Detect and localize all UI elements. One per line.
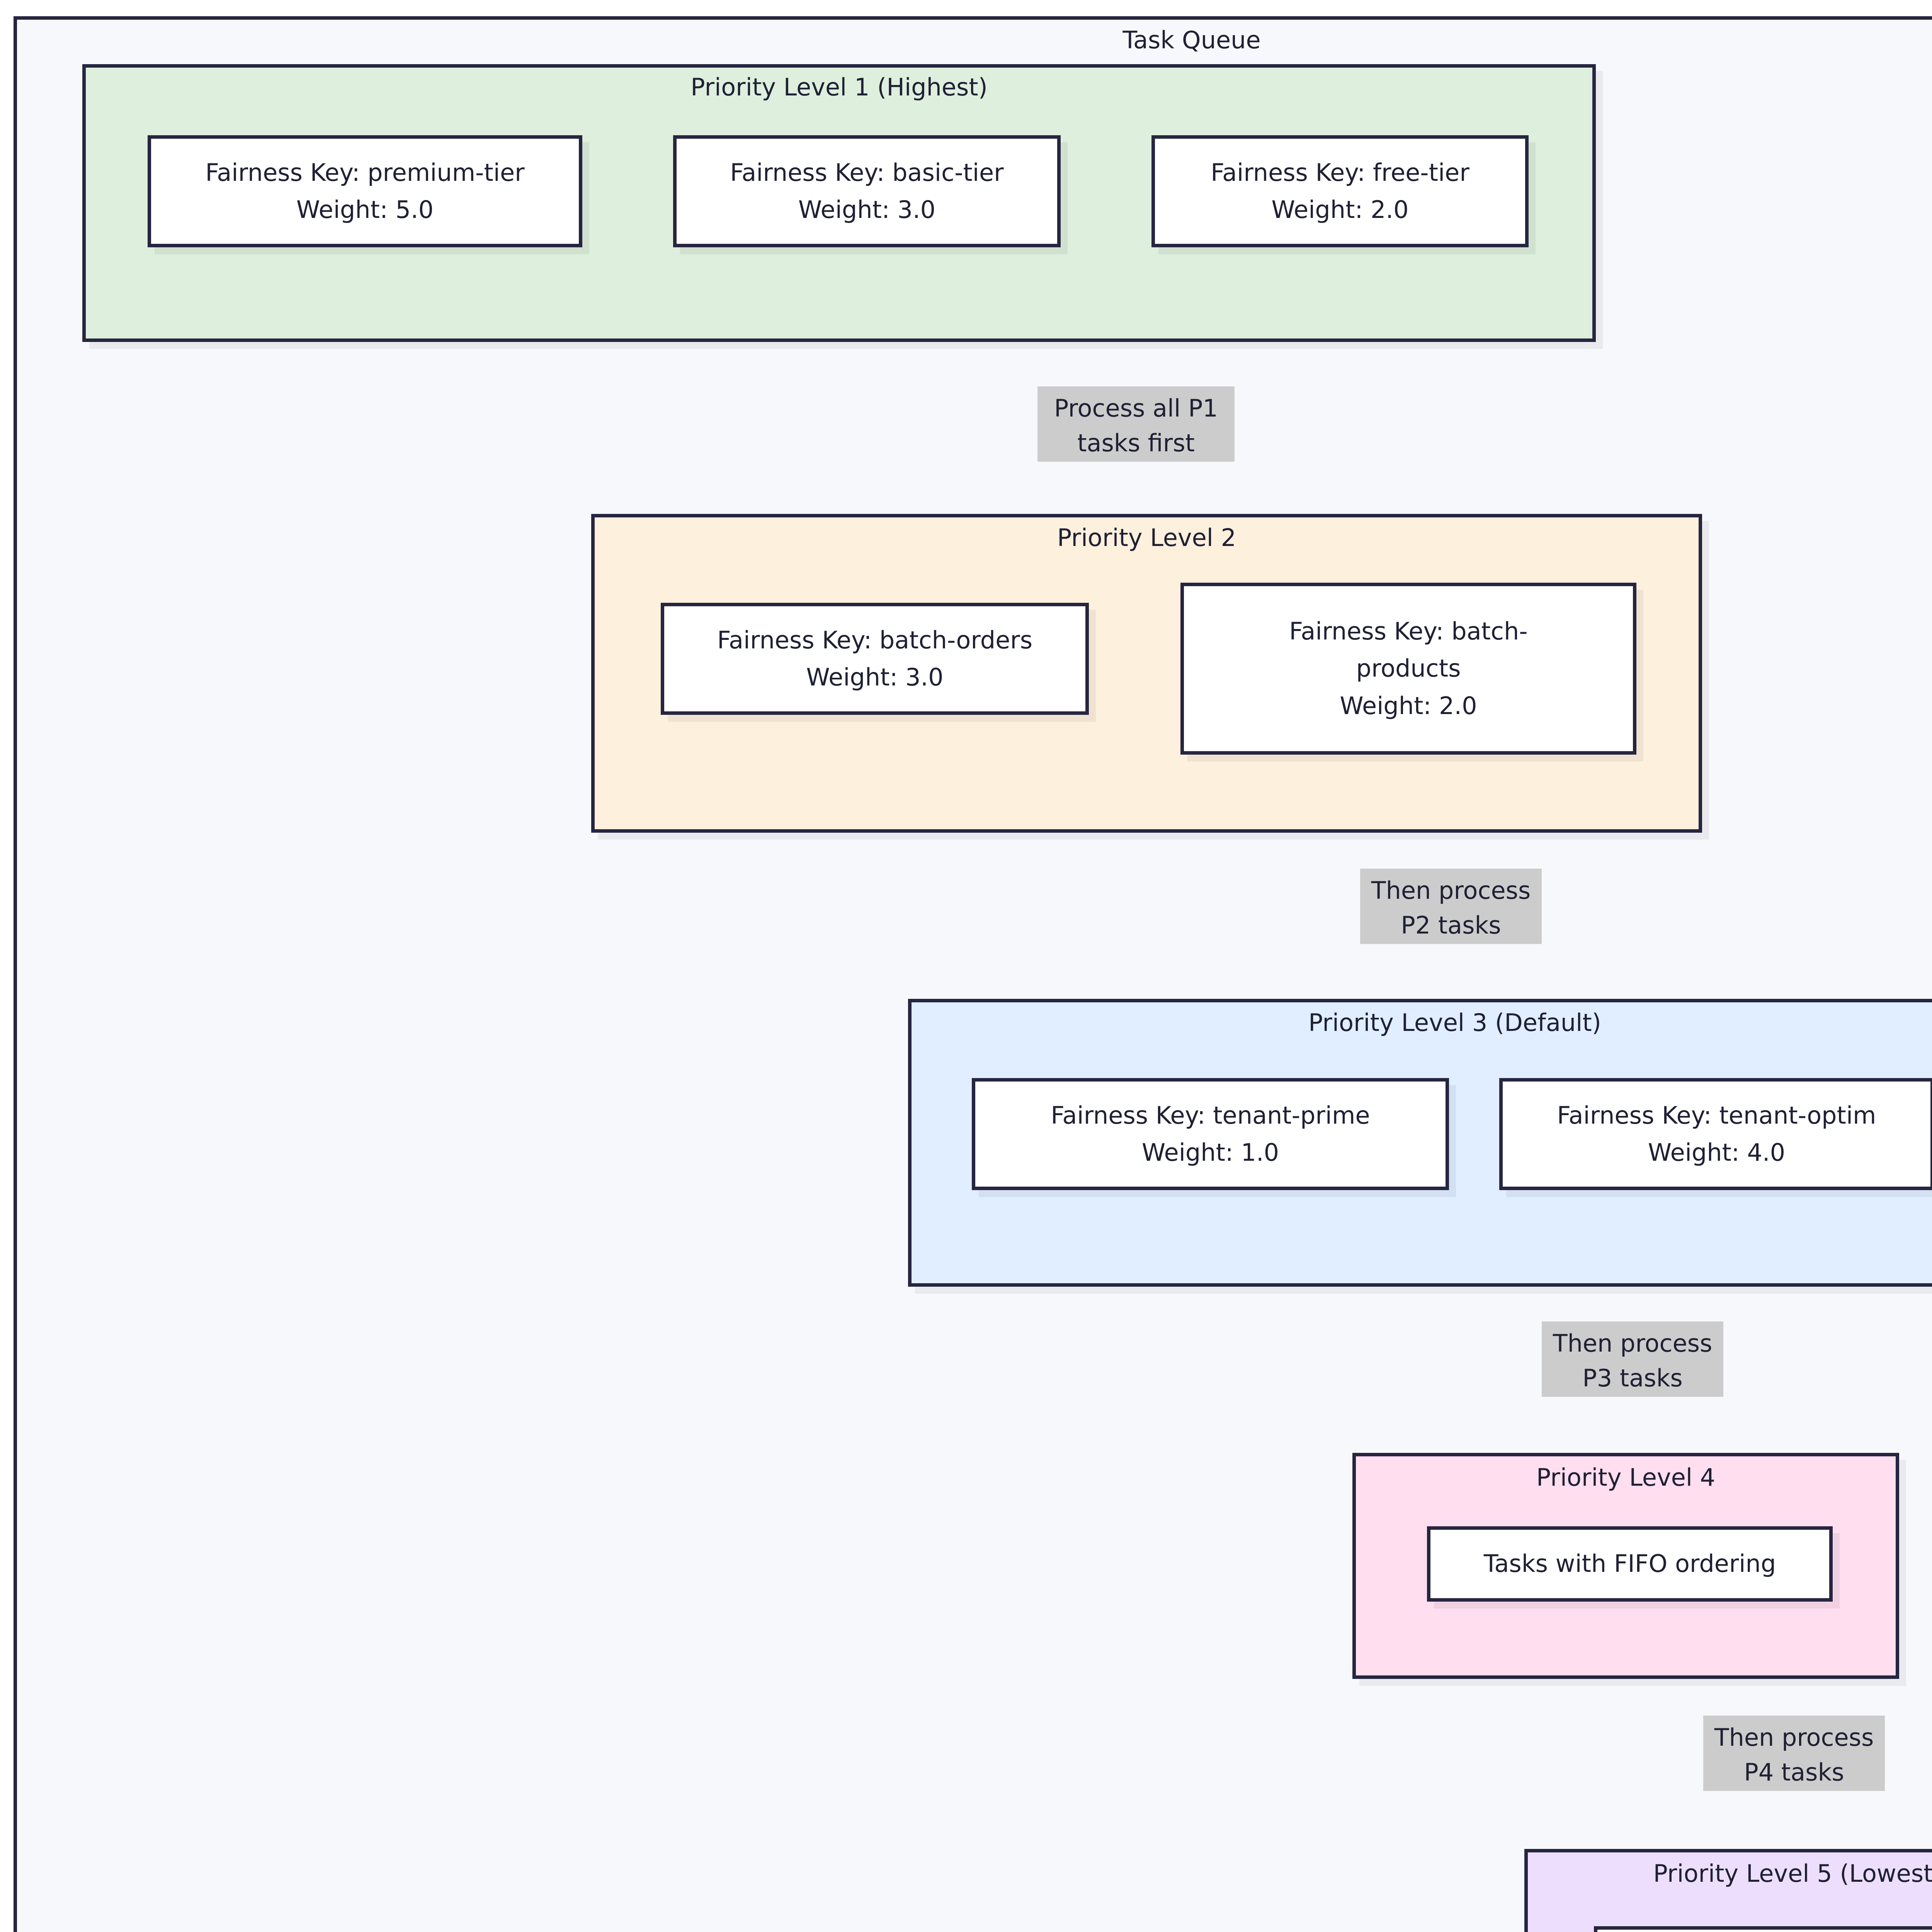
cluster-priority-level-1-title: Priority Level 1 (Highest) xyxy=(690,73,988,101)
cluster-task-queue-title: Task Queue xyxy=(1122,26,1261,54)
node-fairness-batch-products[interactable]: Fairness Key: batch- products Weight: 2.… xyxy=(1180,583,1636,755)
node-line-2: Weight: 3.0 xyxy=(806,663,944,691)
node-line-1: Fairness Key: free-tier xyxy=(1211,158,1469,187)
node-fairness-basic-tier[interactable]: Fairness Key: basic-tier Weight: 3.0 xyxy=(673,135,1061,247)
node-fairness-free-tier[interactable]: Fairness Key: free-tier Weight: 2.0 xyxy=(1151,135,1529,247)
node-line-2: Weight: 5.0 xyxy=(296,196,434,224)
edge-label-then-process-p2: Then process P2 tasks xyxy=(1360,869,1542,944)
node-line-1: Fairness Key: tenant-prime xyxy=(1051,1101,1370,1129)
edge-label-process-all-p1: Process all P1 tasks first xyxy=(1037,386,1235,462)
node-line-2: Weight: 2.0 xyxy=(1271,196,1409,224)
node-fairness-batch-orders[interactable]: Fairness Key: batch-orders Weight: 3.0 xyxy=(661,603,1089,715)
node-p5-fifo-tasks[interactable]: Tasks with FIFO ordering xyxy=(1594,1926,1932,1932)
node-p4-fifo-tasks[interactable]: Tasks with FIFO ordering xyxy=(1427,1526,1833,1602)
cluster-priority-level-3-title: Priority Level 3 (Default) xyxy=(1308,1009,1601,1037)
node-line-1: Fairness Key: tenant-optim xyxy=(1557,1101,1876,1129)
node-line-2: Weight: 3.0 xyxy=(798,196,936,224)
cluster-priority-level-4-title: Priority Level 4 xyxy=(1536,1463,1716,1492)
node-fairness-premium-tier[interactable]: Fairness Key: premium-tier Weight: 5.0 xyxy=(148,135,582,247)
cluster-priority-level-5[interactable] xyxy=(1524,1849,1932,1932)
edge-label-then-process-p4: Then process P4 tasks xyxy=(1703,1716,1885,1791)
node-fairness-tenant-prime[interactable]: Fairness Key: tenant-prime Weight: 1.0 xyxy=(972,1078,1449,1190)
node-line-2: Weight: 1.0 xyxy=(1141,1138,1279,1167)
node-line-1: Tasks with FIFO ordering xyxy=(1483,1549,1776,1578)
node-line-1: Fairness Key: batch-orders xyxy=(717,626,1033,654)
node-line-2: Weight: 4.0 xyxy=(1648,1138,1786,1167)
cluster-priority-level-2-title: Priority Level 2 xyxy=(1057,524,1236,552)
node-line-1: Fairness Key: batch- products xyxy=(1289,617,1528,683)
node-line-2: Weight: 2.0 xyxy=(1340,691,1477,720)
node-fairness-tenant-optim[interactable]: Fairness Key: tenant-optim Weight: 4.0 xyxy=(1499,1078,1932,1190)
edge-label-then-process-p3: Then process P3 tasks xyxy=(1542,1321,1723,1397)
cluster-priority-level-5-title: Priority Level 5 (Lowest) xyxy=(1653,1859,1932,1888)
node-line-1: Fairness Key: premium-tier xyxy=(205,158,525,187)
node-line-1: Fairness Key: basic-tier xyxy=(730,158,1004,187)
